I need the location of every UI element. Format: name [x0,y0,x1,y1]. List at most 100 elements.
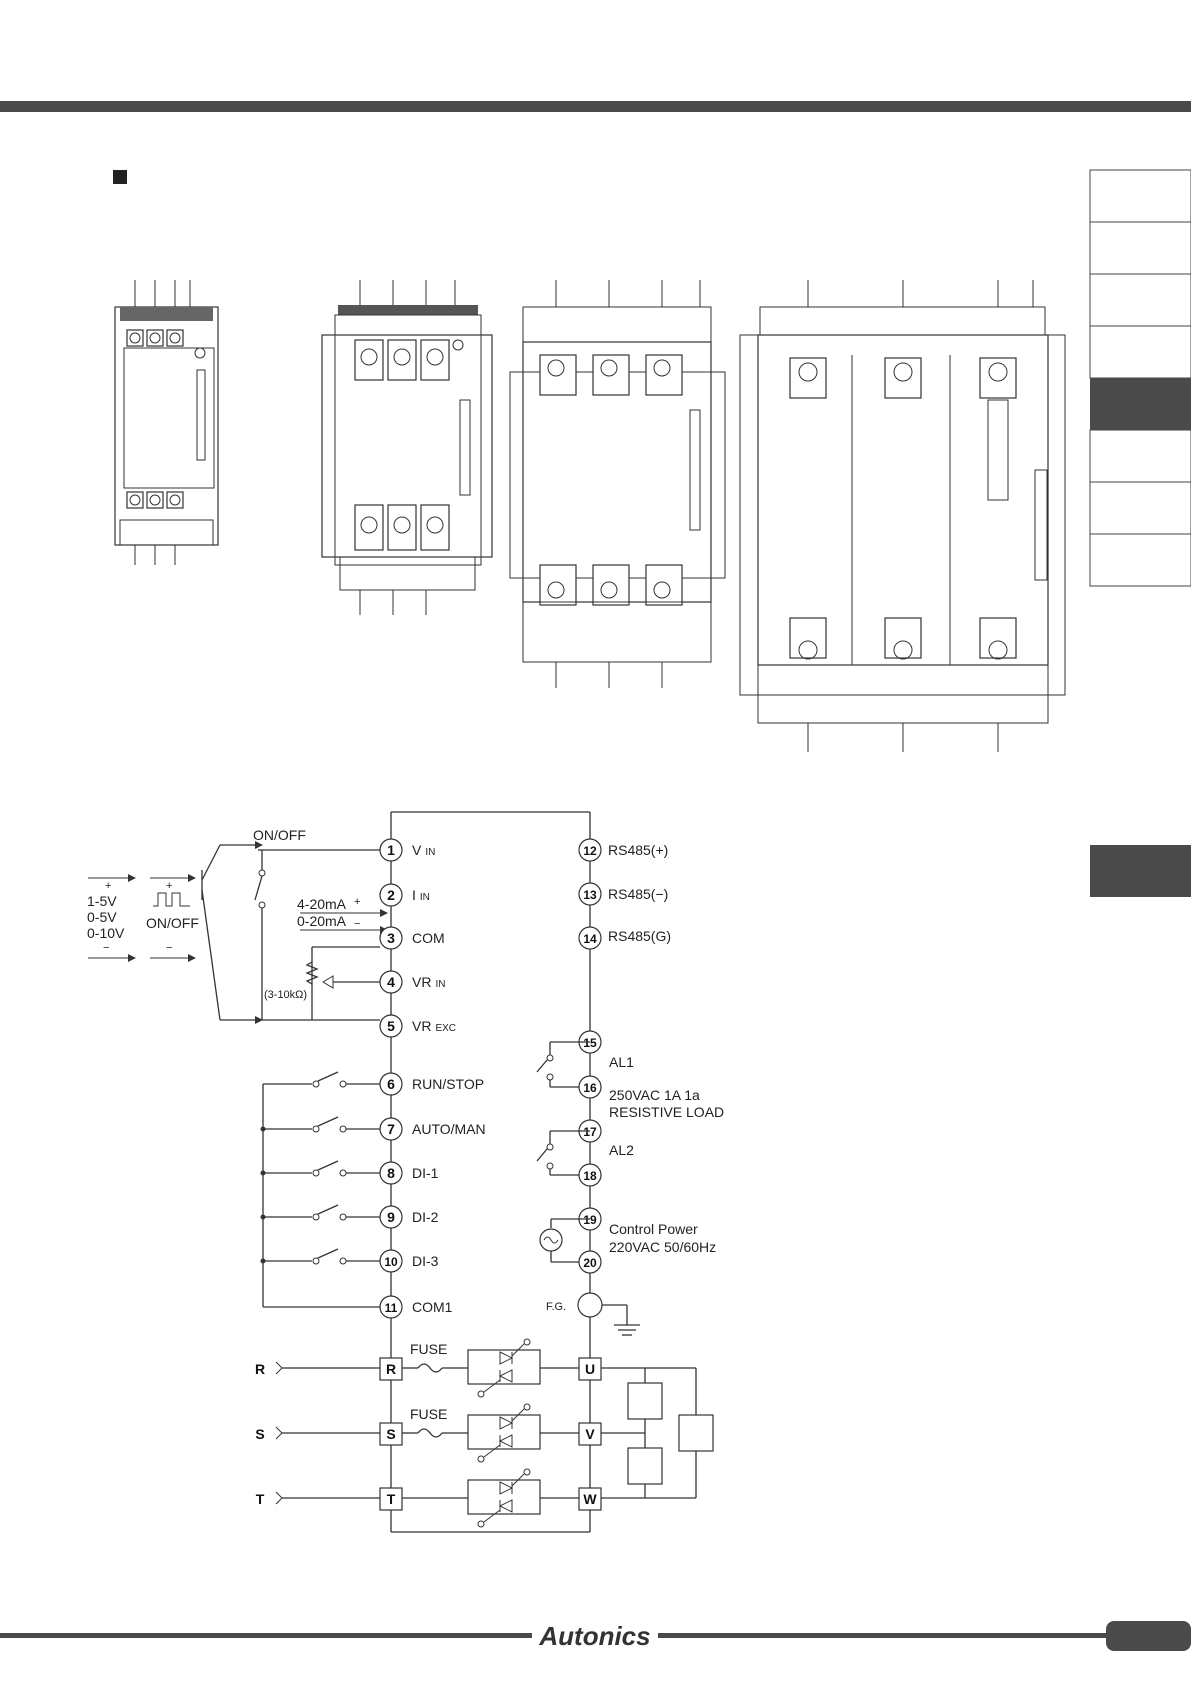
alarm2-label: AL2 [609,1142,634,1158]
terminal-1-label: V [412,842,422,858]
phase-t: T T W [256,1468,602,1528]
current-range-1: 4-20mA [297,896,347,912]
top-on-off-label: ON/OFF [253,827,306,843]
terminal-6[interactable]: 6 RUN/STOP [379,1072,484,1096]
frame-ground: F.G. [546,1292,640,1336]
terminal-2-label: I [412,887,416,903]
terminal-7[interactable]: 7 AUTO/MAN [379,1117,486,1141]
terminal-11[interactable]: 11 COM1 [379,1295,453,1319]
svg-text:2: 2 [387,887,395,903]
terminal-13-label: RS485(−) [608,886,668,902]
terminal-12[interactable]: 12 RS485(+) [578,838,668,862]
right-terminal-block: 12 RS485(+) 13 RS485(−) 14 RS485(G) 15 1… [578,838,671,1274]
terminal-11-label: COM1 [412,1299,453,1315]
terminal-3[interactable]: 3 COM [379,926,445,950]
line-r-label: R [255,1361,265,1377]
phase-r: R R FUSE U [255,1338,602,1398]
terminal-16[interactable]: 16 [578,1075,602,1099]
pulse-plus: + [166,880,172,892]
side-tab-1[interactable] [1089,169,1191,223]
svg-text:10: 10 [384,1255,398,1269]
side-tab-7[interactable] [1089,481,1191,535]
phase-s: S S FUSE V [255,1403,602,1463]
load-1 [627,1382,663,1420]
potentiometer-wiper-icon [322,975,334,989]
potentiometer-resistor-icon [305,961,319,985]
voltage-range-2: 0-5V [87,909,117,925]
terminal-13[interactable]: 13 RS485(−) [578,882,668,906]
switch-auto-man [260,1116,380,1133]
line-s-label: S [255,1426,264,1442]
load-network [601,1367,714,1499]
side-tab-5-active[interactable] [1090,378,1191,430]
terminal-r[interactable] [379,1357,403,1381]
terminal-1-sub: IN [425,847,435,858]
side-tab-2[interactable] [1089,221,1191,275]
terminal-9[interactable]: 9 DI-2 [379,1205,439,1229]
switch-run-stop [263,1071,380,1088]
svg-text:T: T [387,1491,396,1507]
svg-text:13: 13 [583,888,597,902]
side-tab-8[interactable] [1089,533,1191,587]
svg-text:17: 17 [583,1125,597,1139]
svg-text:6: 6 [387,1076,395,1092]
terminal-u[interactable] [578,1357,602,1381]
pulse-minus: − [166,942,172,954]
terminal-10[interactable]: 10 DI-3 [379,1249,439,1273]
svg-text:4: 4 [387,974,395,990]
svg-text:16: 16 [583,1081,597,1095]
pulse-waveform-icon [153,892,190,907]
load-2 [627,1447,663,1485]
terminal-18[interactable]: 18 [578,1163,602,1187]
alarm-rating-2: RESISTIVE LOAD [609,1104,724,1120]
svg-text:S: S [386,1426,395,1442]
unit-xlarge-outline [739,280,1066,752]
fuse-r-label: FUSE [410,1341,447,1357]
side-tab-6[interactable] [1089,429,1191,483]
switch-di-3 [260,1248,380,1265]
terminal-12-label: RS485(+) [608,842,668,858]
alarm-relays: AL1 250VAC 1A 1a RESISTIVE LOAD AL2 [536,1041,724,1176]
terminal-v[interactable] [578,1422,602,1446]
section-bullet [113,170,127,184]
terminal-s[interactable] [379,1422,403,1446]
thyristor-r [467,1349,541,1385]
side-tab-4[interactable] [1089,325,1191,379]
fg-terminal[interactable] [577,1292,603,1318]
terminal-14[interactable]: 14 RS485(G) [578,926,671,950]
input-plus-1: + [105,880,111,892]
voltage-range-3: 0-10V [87,925,125,941]
footer-rule-left [0,1633,532,1638]
terminal-8[interactable]: 8 DI-1 [379,1161,439,1185]
svg-text:VIN: VIN [412,842,435,858]
terminal-5-label: VR [412,1018,431,1034]
side-tab-3[interactable] [1089,273,1191,327]
terminal-9-label: DI-2 [412,1209,439,1225]
alarm-rating-1: 250VAC 1A 1a [609,1087,700,1103]
header-band [0,101,1191,112]
analog-input-section: + 1-5V 0-5V 0-10V − + ON/OFF − ON/OFF 4-… [87,827,388,1024]
terminal-20[interactable]: 20 [578,1250,602,1274]
switch-contact [258,869,266,877]
terminal-w[interactable] [578,1487,602,1511]
switch-di-1 [260,1160,380,1177]
thyristor-t [467,1479,541,1515]
side-index-tabs [1089,169,1191,897]
control-power-label: Control Power [609,1221,698,1237]
svg-text:9: 9 [387,1209,395,1225]
svg-text:U: U [585,1361,595,1377]
current-range-2: 0-20mA [297,913,347,929]
svg-text:R: R [386,1361,396,1377]
svg-text:W: W [583,1491,597,1507]
side-tab-marker[interactable] [1090,845,1191,897]
unit-medium-outline [321,280,493,615]
digital-input-switches [260,1071,380,1308]
terminal-t[interactable] [379,1487,403,1511]
